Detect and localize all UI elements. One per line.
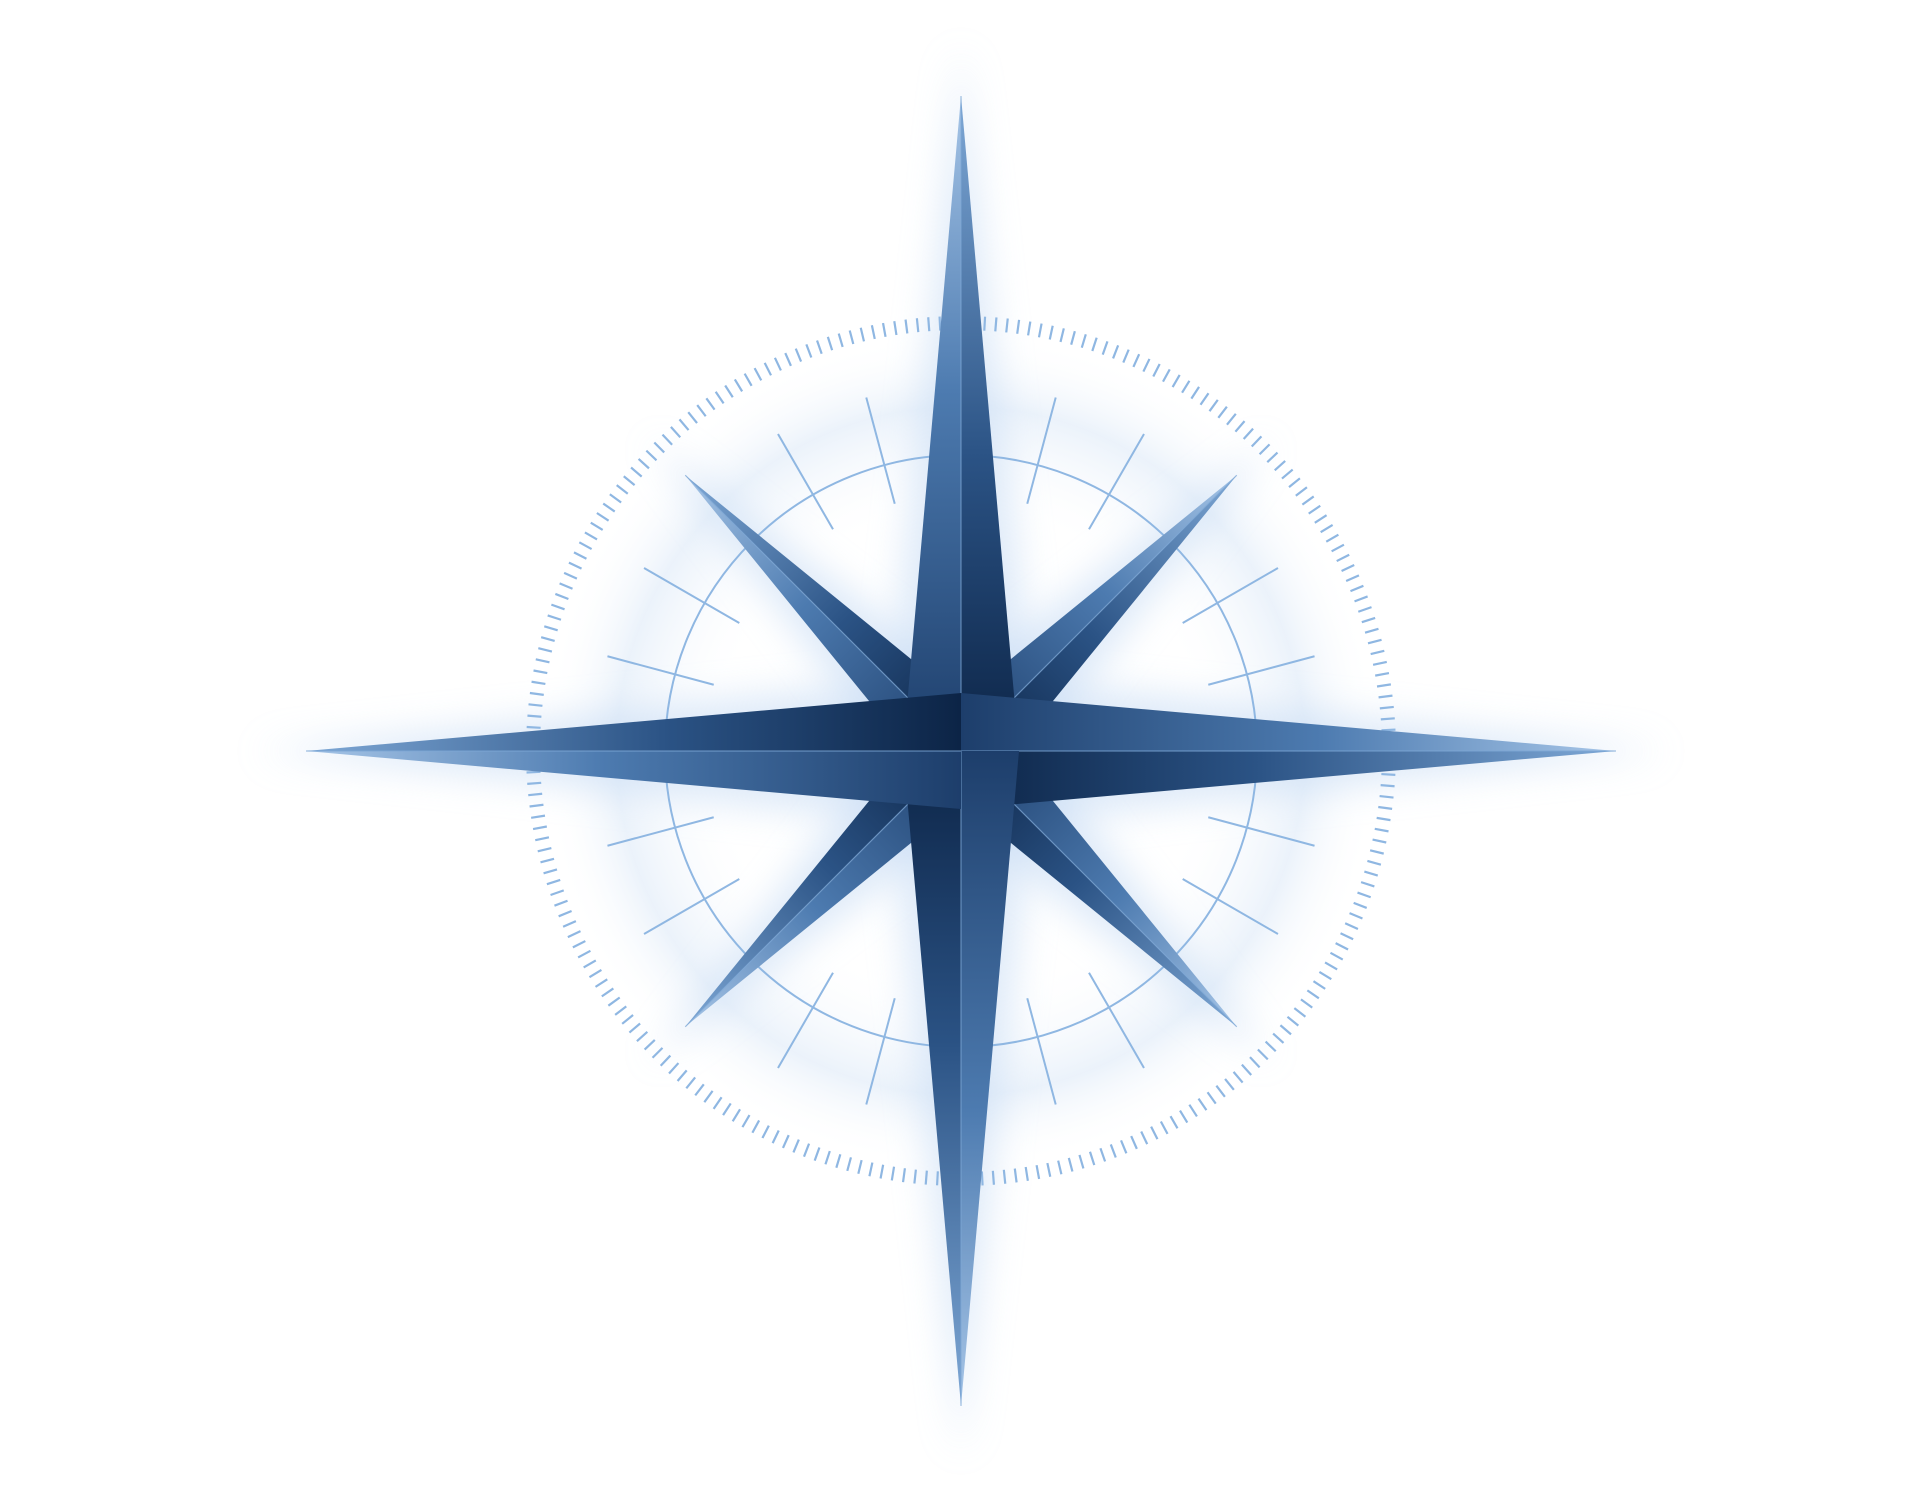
ring-hash-mark bbox=[607, 655, 714, 686]
ring-hash-mark bbox=[1026, 998, 1057, 1105]
ring-hash-mark bbox=[1208, 655, 1315, 686]
ring-hash-mark bbox=[777, 972, 834, 1069]
ring-hash-mark bbox=[1208, 816, 1315, 847]
ring-hash-mark bbox=[1088, 972, 1145, 1069]
ring-hash-mark bbox=[607, 816, 714, 847]
ring-hash-mark bbox=[1182, 878, 1279, 935]
ring-hash-mark bbox=[643, 878, 740, 935]
ring-hash-mark bbox=[643, 567, 740, 624]
west-point-dark-half bbox=[306, 693, 961, 751]
east-point-light-half bbox=[961, 693, 1616, 751]
ring-hash-mark bbox=[1026, 397, 1057, 504]
north-point-dark-half bbox=[961, 96, 1019, 751]
south-point-dark-half bbox=[903, 751, 961, 1406]
compass-star bbox=[306, 96, 1616, 1406]
ring-hash-mark bbox=[865, 998, 896, 1105]
east-point-dark-half bbox=[961, 751, 1616, 809]
west-point-light-half bbox=[306, 751, 961, 809]
ring-hash-mark bbox=[777, 433, 834, 530]
south-point-light-half bbox=[961, 751, 1019, 1406]
ring-hash-mark bbox=[865, 397, 896, 504]
north-point-light-half bbox=[903, 96, 961, 751]
ring-hash-mark bbox=[1182, 567, 1279, 624]
ring-hash-mark bbox=[1088, 433, 1145, 530]
